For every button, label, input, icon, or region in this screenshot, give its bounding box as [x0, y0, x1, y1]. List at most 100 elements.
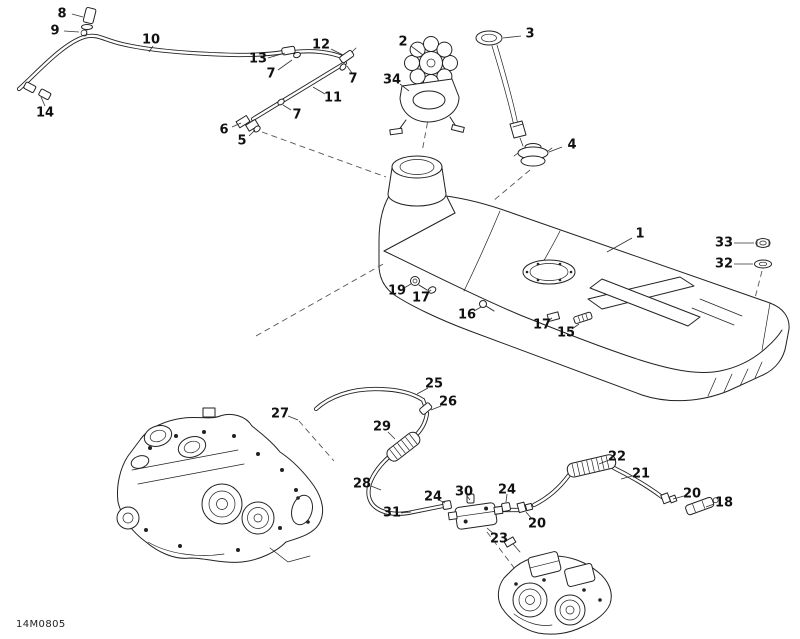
- callout-leader: [502, 35, 522, 39]
- callout-leader: [416, 387, 429, 395]
- callout-leader: [277, 59, 293, 71]
- nut-33: [755, 238, 771, 248]
- callout-leader: [282, 104, 292, 111]
- callout-leader: [525, 511, 533, 520]
- callout-leader: [410, 45, 424, 56]
- hose-fitting-13: [281, 45, 296, 56]
- callout-label: 19: [388, 284, 406, 299]
- fitting-30: [466, 493, 475, 504]
- vent-plug: [82, 7, 97, 25]
- inline-filter-18: [685, 496, 719, 516]
- callout-leader: [40, 96, 46, 107]
- callout-leader: [148, 45, 154, 53]
- callout-leader: [346, 65, 353, 74]
- callout-leader: [430, 405, 442, 411]
- callout-label: 9: [50, 24, 59, 39]
- callout-leader: [399, 83, 410, 92]
- callout-label: 29: [373, 420, 391, 435]
- callout-leader: [63, 30, 80, 33]
- callout-label: 10: [142, 33, 160, 48]
- callout-label: 28: [353, 477, 371, 492]
- callout-label: 24: [424, 490, 442, 505]
- callout-label: 20: [528, 517, 546, 532]
- callout-label: 2: [398, 35, 407, 50]
- hose-clamp: [253, 125, 261, 133]
- callout-label: 18: [715, 496, 733, 511]
- callout-label: 26: [439, 395, 457, 410]
- carburetors: [497, 536, 612, 635]
- vent-hose-assembly: [16, 7, 357, 133]
- tank-end-ribs: [707, 361, 763, 397]
- callout-label: 30: [455, 485, 473, 500]
- callout-label: 24: [498, 483, 516, 498]
- ribbed-hose-29: [386, 431, 421, 462]
- clamp-24: [442, 500, 452, 510]
- callout-leader: [312, 86, 326, 95]
- elbow-fitting: [235, 114, 261, 133]
- callout-leader: [231, 122, 242, 128]
- callout-leader: [330, 48, 344, 56]
- callout-label: 27: [271, 407, 289, 422]
- callout-label: 17: [533, 318, 551, 333]
- callout-label: 12: [312, 38, 330, 53]
- callout-leader: [571, 323, 580, 330]
- fuel-pump: [447, 502, 504, 530]
- callout-label: 7: [266, 67, 275, 82]
- hose-clamp: [277, 98, 285, 106]
- engine: [116, 407, 324, 563]
- callout-label: 16: [458, 308, 476, 323]
- fuel-pickup: [479, 300, 495, 312]
- callout-label: 11: [324, 91, 342, 106]
- callout-label: 1: [635, 227, 644, 242]
- callout-label: 34: [383, 73, 401, 88]
- tank-washers: [754, 238, 772, 269]
- dipstick: [475, 30, 527, 147]
- callout-leader: [287, 415, 299, 421]
- callout-leader: [598, 459, 610, 465]
- fuel-sender-plate: [522, 259, 576, 285]
- callout-leader: [620, 475, 633, 480]
- callout-label: 7: [292, 108, 301, 123]
- fitting-20: [516, 501, 534, 514]
- callout-label: 31: [383, 506, 401, 521]
- callout-leader: [705, 503, 715, 508]
- hose-fitting-12: [339, 49, 355, 64]
- callout-label: 13: [249, 52, 267, 67]
- fuel-gauge: [513, 143, 553, 167]
- callout-label: 15: [557, 326, 575, 341]
- callout-label: 6: [219, 123, 228, 138]
- callout-label: 4: [567, 138, 576, 153]
- hose-clamp: [293, 51, 301, 59]
- vent-clamp: [80, 29, 88, 37]
- fitting-26: [419, 402, 433, 415]
- callout-leader: [505, 493, 508, 503]
- callout-leader: [606, 237, 633, 253]
- vent-nipple: [410, 276, 428, 291]
- mounting-screw: [573, 311, 593, 324]
- callout-label: 33: [715, 236, 733, 251]
- hose-clip: [23, 81, 37, 93]
- callout-leader: [387, 431, 396, 440]
- vent-plug-base: [81, 24, 93, 30]
- callout-leader: [466, 495, 471, 501]
- hose-clip: [38, 88, 52, 100]
- drawing-id: 14M0805: [16, 619, 66, 630]
- callout-leader: [267, 52, 286, 59]
- callout-leader: [403, 283, 412, 289]
- callout-label: 21: [632, 467, 650, 482]
- callout-leader: [370, 485, 382, 491]
- callout-leader: [71, 13, 84, 18]
- callout-label: 7: [348, 72, 357, 87]
- callout-label: 20: [683, 487, 701, 502]
- callout-label: 8: [57, 7, 66, 22]
- callout-label: 17: [412, 291, 430, 306]
- callout-label: 32: [715, 257, 733, 272]
- callout-leader: [426, 289, 432, 294]
- callout-label: 25: [425, 377, 443, 392]
- hose-clamp: [339, 63, 347, 71]
- callout-label: 23: [490, 532, 508, 547]
- callout-label: 22: [608, 450, 626, 465]
- cap-bracket: [389, 78, 465, 136]
